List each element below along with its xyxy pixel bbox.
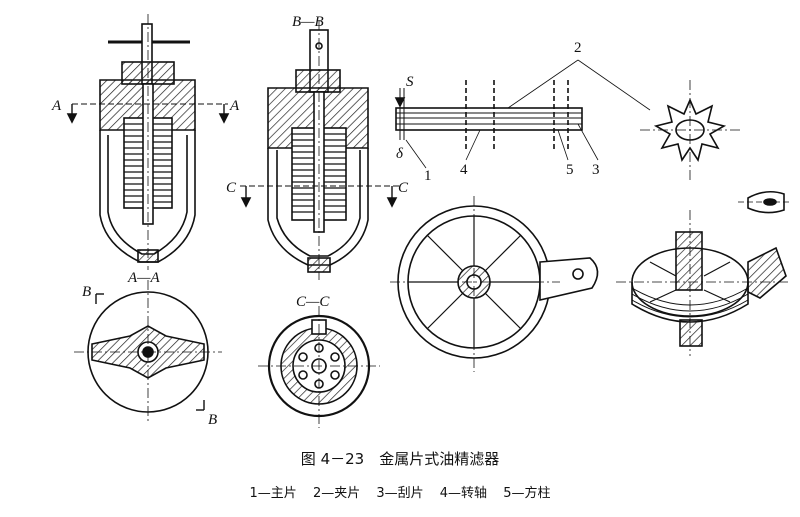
isometric-assembly-view: [616, 210, 790, 356]
legend-item: 5—方柱: [503, 486, 551, 501]
label-b-bottom: B: [208, 412, 217, 428]
main-disc-view: [390, 196, 599, 372]
figure-caption: 图 4－23 金属片式油精滤器: [300, 450, 500, 468]
callout-5: 5: [566, 162, 574, 178]
label-a-right: A: [229, 98, 240, 114]
callout-1: 1: [424, 168, 432, 184]
label-a-left: A: [51, 98, 62, 114]
callout-4: 4: [460, 162, 468, 178]
parts-legend: 1—主片 2—夹片 3—刮片 4—转轴 5—方柱: [0, 482, 800, 501]
legend-item: 4—转轴: [439, 486, 488, 501]
callout-3: 3: [592, 162, 600, 178]
label-aa: A—A: [127, 270, 161, 286]
label-cc: C—C: [296, 294, 330, 310]
technical-drawing: A A A—A: [51, 14, 792, 428]
label-bb: B—B: [292, 14, 324, 30]
plate-stack-detail: [394, 59, 651, 169]
section-aa-view: [74, 280, 222, 424]
legend-item: 2—夹片: [312, 486, 361, 501]
label-s: S: [406, 74, 414, 90]
legend-item: 3—刮片: [376, 486, 424, 501]
filter-section-left: [66, 14, 230, 270]
label-c-left: C: [226, 180, 237, 196]
label-delta: δ: [396, 146, 404, 162]
filter-section-middle: [240, 20, 400, 280]
section-cc-view: [258, 306, 380, 428]
label-b-top: B: [82, 284, 91, 300]
star-washer-view: [640, 80, 740, 182]
callout-2: 2: [574, 40, 582, 56]
scraper-blade-view: [738, 190, 792, 214]
label-c-right: C: [398, 180, 409, 196]
legend-item: 1—主片: [249, 486, 297, 501]
